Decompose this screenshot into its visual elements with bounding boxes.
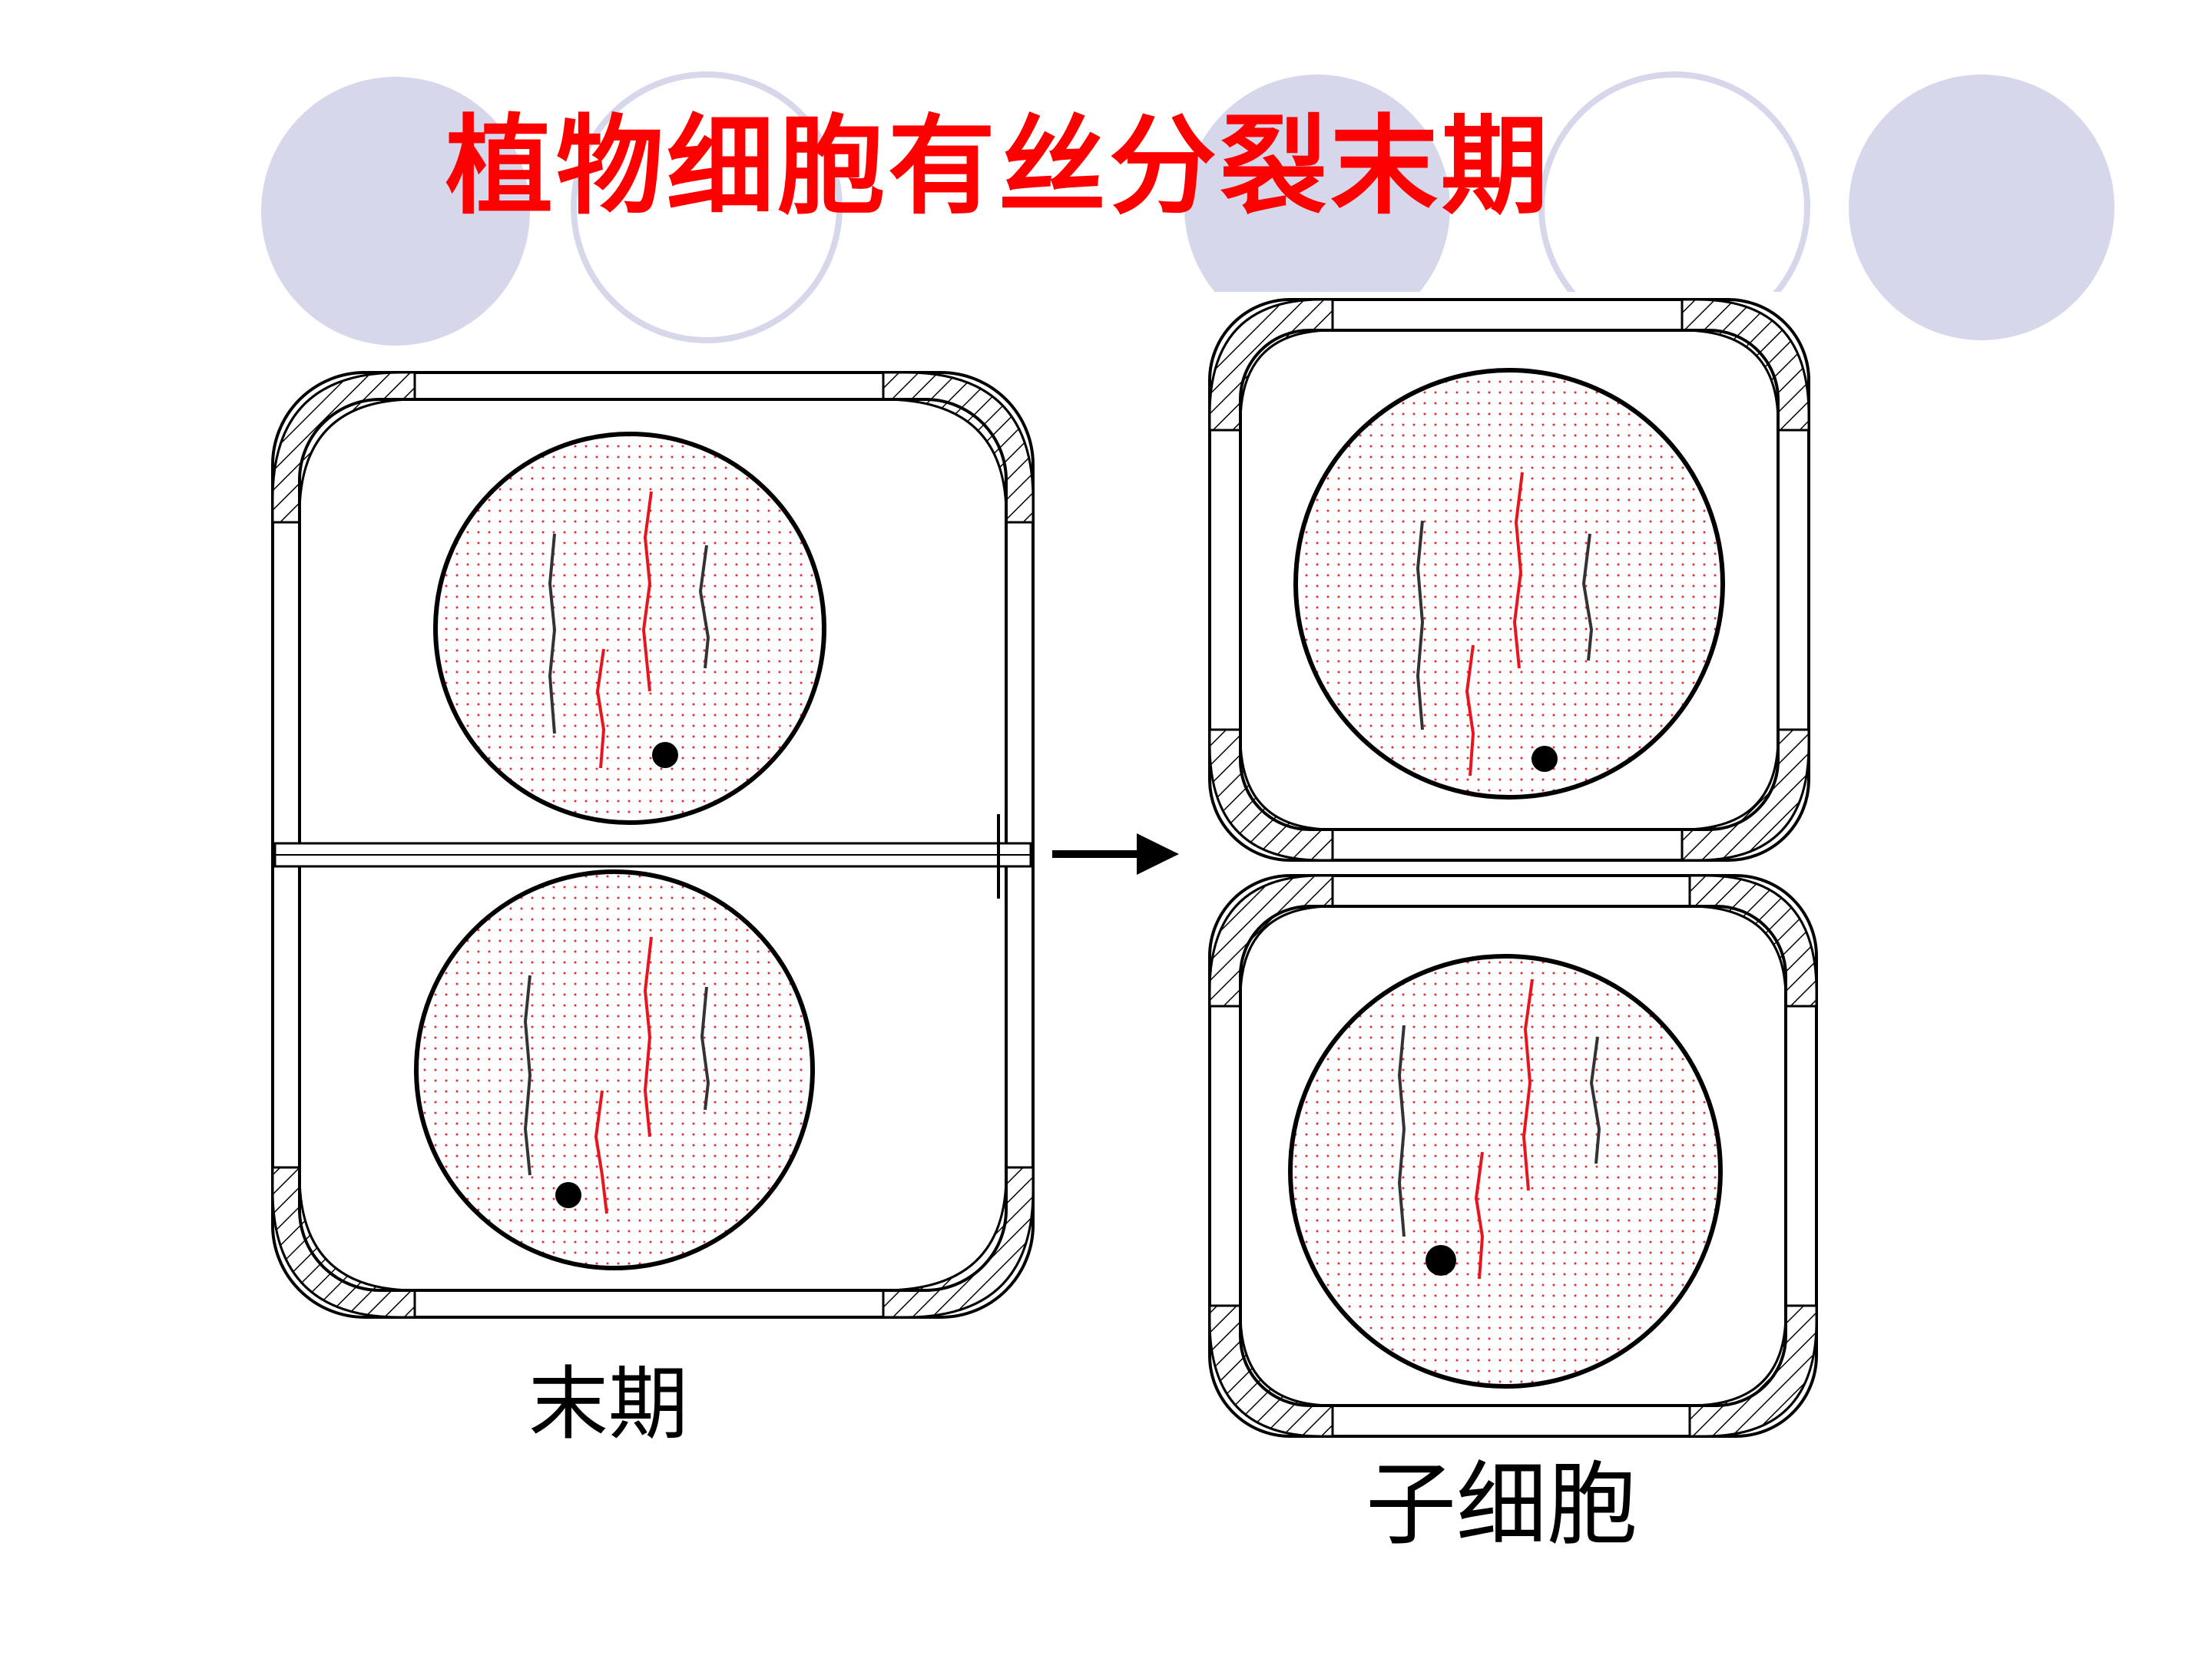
decor-ring-2 [1538,71,1810,292]
daughter-cell-bottom [1208,874,1818,1438]
decor-circle-3 [1849,75,2114,340]
decor-circle-1 [261,77,530,346]
nucleolus [1532,746,1558,772]
daughter-cell-top [1208,298,1810,862]
telophase-label: 末期 [528,1357,689,1451]
nucleus-bottom-left [414,869,815,1270]
telophase-cell [271,371,1035,1319]
nucleus-bottom-right [1288,954,1723,1389]
daughter-cells-label: 子细胞 [1366,1452,1638,1558]
decor-ring-1 [571,71,843,343]
nucleolus [1426,1245,1456,1276]
decor-circle-2 [1184,75,1450,292]
right-arrow-icon [1052,833,1179,875]
slide-title: 植物细胞有丝分裂末期 [445,104,1551,230]
nucleus-top-left [433,432,826,825]
nucleus-top-right [1293,368,1725,800]
nucleolus [555,1182,581,1208]
nucleolus [652,742,678,768]
